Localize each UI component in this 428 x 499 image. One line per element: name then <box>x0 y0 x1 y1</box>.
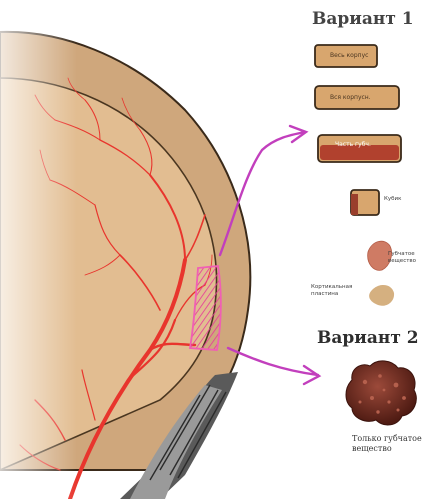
chip1-label: Весь корпус <box>330 52 368 59</box>
cortical-label-line2: пластина <box>311 291 352 298</box>
chip2-label: Вся корпусн. <box>330 94 371 101</box>
variant2-label-line1: Только губчатое <box>352 434 422 444</box>
cortical-label: Кортикальная пластина <box>311 284 352 298</box>
variant2-label: Только губчатое вещество <box>352 434 422 454</box>
spongy-label: Губчатое вещество <box>388 251 416 265</box>
cortical-label-line1: Кортикальная <box>311 284 352 291</box>
variant2-title: Вариант 2 <box>317 328 419 348</box>
chip3-label: Часть губч. <box>335 141 371 148</box>
cube-label: Кубик <box>384 196 401 203</box>
spongy-label-line2: вещество <box>388 258 416 265</box>
variant1-title: Вариант 1 <box>312 9 414 29</box>
variant2-label-line2: вещество <box>352 444 422 454</box>
spongy-label-line1: Губчатое <box>388 251 416 258</box>
